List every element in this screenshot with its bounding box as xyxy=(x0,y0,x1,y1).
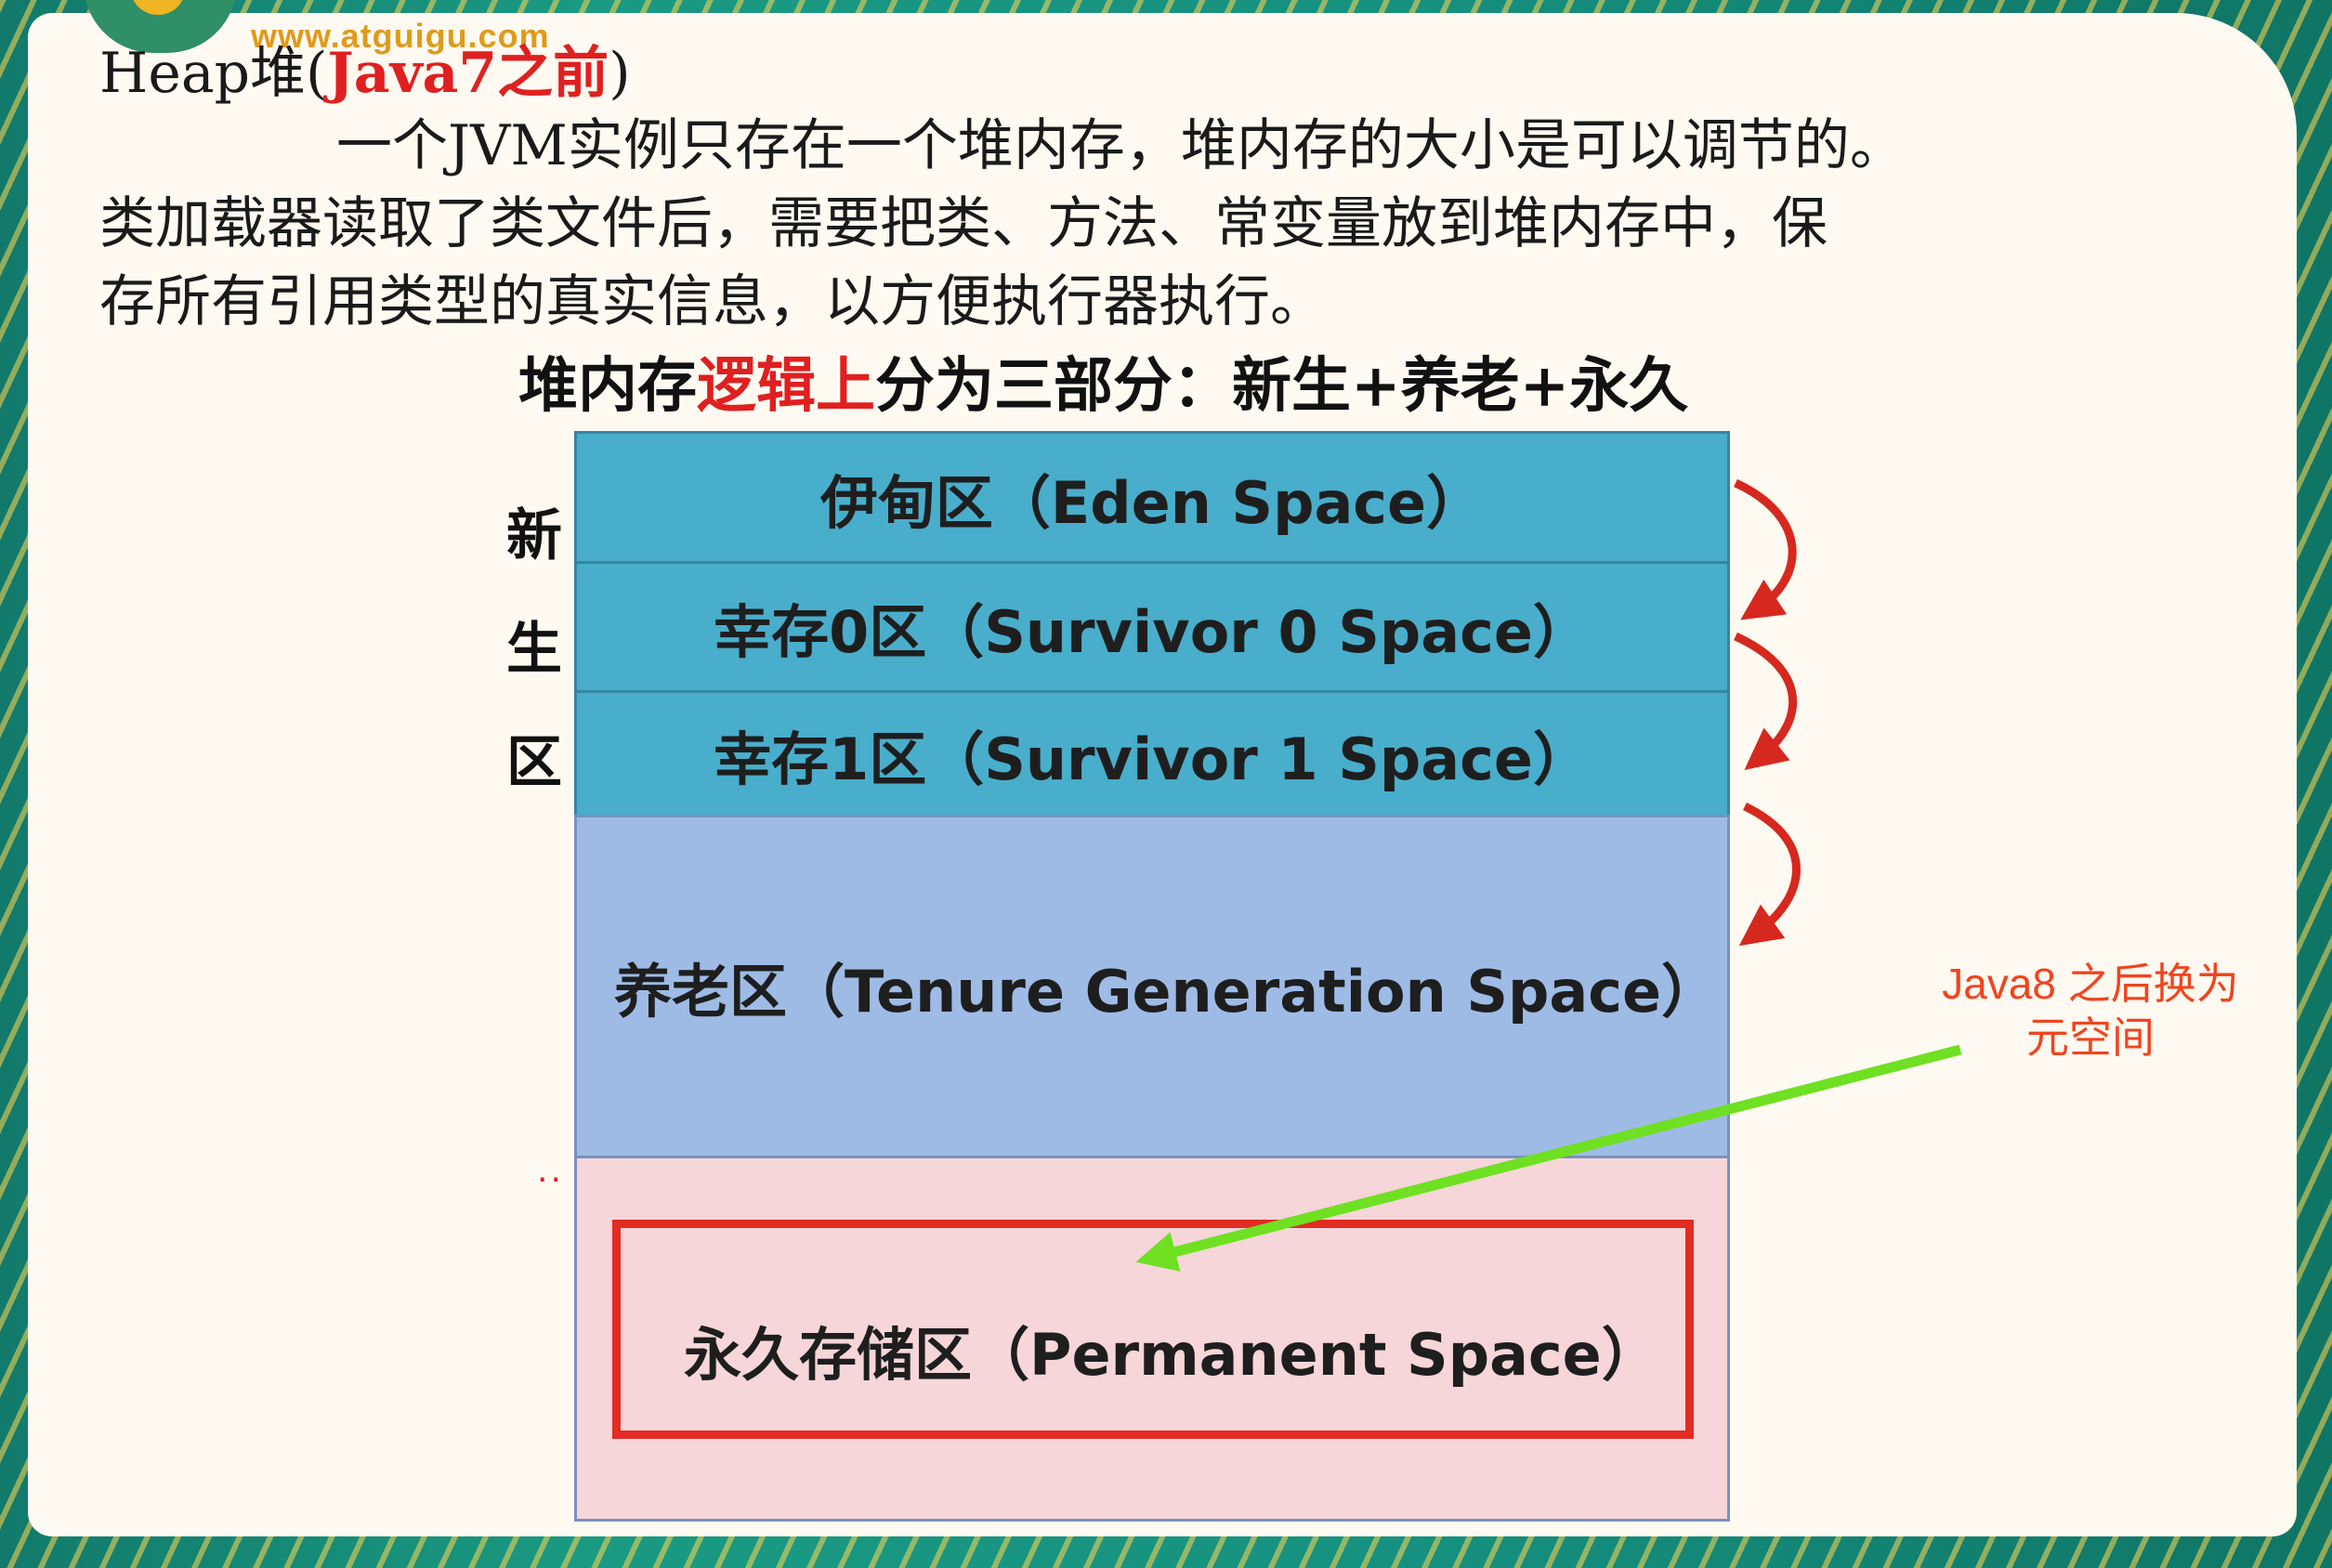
subtitle-highlight: 逻辑上 xyxy=(697,351,875,421)
annotation-line: 元空间 xyxy=(2026,1013,2155,1062)
flow-arrow-icon xyxy=(1734,478,1797,621)
paragraph-line: 一个JVM实例只存在一个堆内存，堆内存的大小是可以调节的。 xyxy=(336,113,1906,178)
title-suffix: ) xyxy=(609,41,631,106)
tenure-generation-label: 养老区（Tenure Generation Space） xyxy=(614,958,1720,1026)
subtitle-prefix: 堆内存 xyxy=(518,351,697,421)
decorative-dots: ·· xyxy=(537,1161,564,1199)
paragraph-line: 存所有引用类型的真实信息，以方便执行器执行。 xyxy=(99,269,1326,334)
title-prefix: Heap堆( xyxy=(99,41,328,106)
subtitle-suffix: 分为三部分：新生+养老+永久 xyxy=(875,351,1689,421)
description-paragraph: 一个JVM实例只存在一个堆内存，堆内存的大小是可以调节的。 类加载器读取了类文件… xyxy=(99,107,2143,341)
survivor0-space-region: 幸存0区（Survivor 0 Space） xyxy=(574,561,1730,693)
java8-metaspace-annotation: Java8 之后换为 元空间 xyxy=(1905,957,2276,1065)
flow-arrow-icon xyxy=(1734,632,1798,771)
young-gen-label-char: 区 xyxy=(506,730,562,795)
eden-space-label: 伊甸区（Eden Space） xyxy=(819,468,1485,537)
permanent-space-label: 永久存储区（Permanent Space） xyxy=(684,1321,1659,1389)
tenure-generation-region: 养老区（Tenure Generation Space） xyxy=(574,815,1730,1158)
diagram-subtitle: 堆内存逻辑上分为三部分：新生+养老+永久 xyxy=(518,338,1688,424)
eden-space-region: 伊甸区（Eden Space） xyxy=(574,431,1730,564)
young-gen-label-char: 生 xyxy=(506,617,562,682)
java8-annotation-arrow-icon xyxy=(1135,1044,1962,1272)
permanent-space-highlight-box: 永久存储区（Permanent Space） xyxy=(612,1220,1694,1439)
logo-url-text: www.atguigu.com xyxy=(251,17,550,55)
paragraph-line: 类加载器读取了类文件后，需要把类、方法、常变量放到堆内存中，保 xyxy=(99,191,1828,256)
title-highlight: Java7之前 xyxy=(327,41,609,106)
slide-title: Heap堆(Java7之前) xyxy=(99,28,631,109)
survivor0-space-label: 幸存0区（Survivor 0 Space） xyxy=(714,598,1591,666)
survivor1-space-region: 幸存1区（Survivor 1 Space） xyxy=(574,690,1730,817)
survivor1-space-label: 幸存1区（Survivor 1 Space） xyxy=(714,725,1591,793)
flow-arrow-icon xyxy=(1738,802,1801,947)
heap-diagram: 伊甸区（Eden Space） 幸存0区（Survivor 0 Space） 幸… xyxy=(574,431,1730,1522)
young-gen-label-char: 新 xyxy=(506,503,562,568)
permanent-space-region: 永久存储区（Permanent Space） xyxy=(574,1156,1730,1522)
annotation-line: Java8 之后换为 xyxy=(1942,960,2239,1008)
